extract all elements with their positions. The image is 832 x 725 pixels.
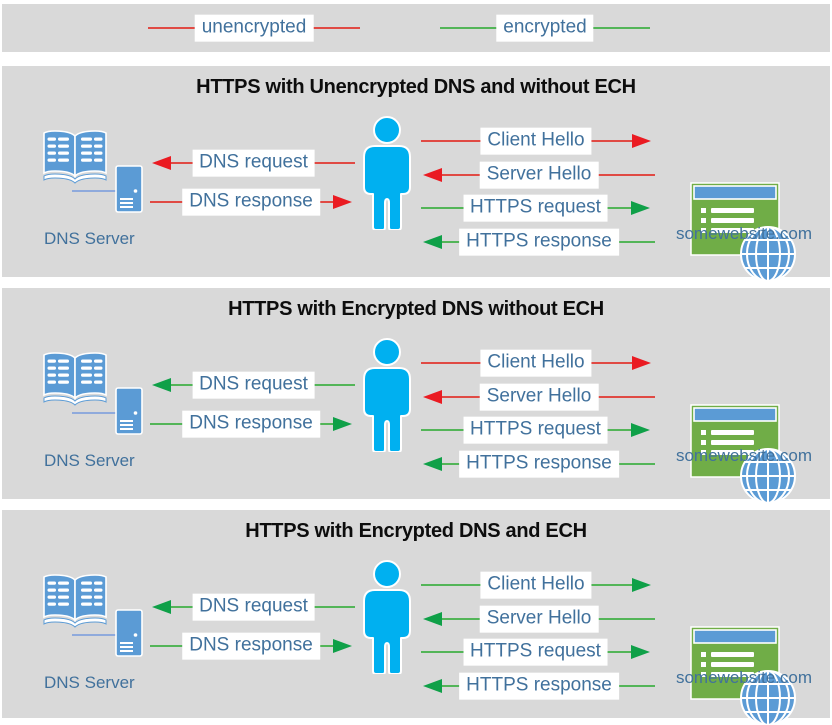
legend-label-encrypted: encrypted [496, 14, 594, 42]
connector-line [72, 190, 118, 192]
arrowhead-right-icon [631, 423, 650, 437]
arrowhead-left-icon [152, 156, 171, 170]
arrow-label: Client Hello [480, 349, 592, 377]
connector-line [72, 634, 118, 636]
arrowhead-right-icon [333, 417, 352, 431]
website-label: somewebsite.com [675, 446, 813, 465]
dns-server-label: DNS Server [44, 673, 135, 692]
server-tower-icon [115, 165, 143, 213]
arrowhead-right-icon [632, 134, 651, 148]
dns-book-icon [38, 350, 112, 410]
panel-title: HTTPS with Encrypted DNS and ECH [245, 520, 587, 542]
arrowhead-right-icon [631, 645, 650, 659]
arrowhead-left-icon [423, 235, 442, 249]
dns-book-icon [38, 572, 112, 632]
dns-server-label: DNS Server [44, 451, 135, 470]
arrowhead-right-icon [333, 195, 352, 209]
arrow-label: HTTPS request [463, 416, 608, 444]
arrow-label: Server Hello [479, 383, 599, 411]
arrow-label: DNS request [192, 371, 315, 399]
dns-book-icon [38, 128, 112, 188]
arrow-label: HTTPS response [459, 672, 619, 700]
arrow-label: DNS request [192, 149, 315, 177]
panel-title: HTTPS with Encrypted DNS without ECH [228, 298, 604, 320]
website-label: somewebsite.com [675, 224, 813, 243]
arrow-label: DNS response [182, 188, 320, 216]
arrowhead-right-icon [632, 578, 651, 592]
arrow-label: HTTPS response [459, 450, 619, 478]
panel-unencrypted-dns-no-ech: HTTPS with Unencrypted DNS and without E… [2, 66, 830, 277]
arrowhead-left-icon [423, 390, 442, 404]
user-icon [360, 338, 414, 452]
arrow-label: HTTPS request [463, 638, 608, 666]
arrow-label: Client Hello [480, 571, 592, 599]
server-tower-icon [115, 387, 143, 435]
arrow-label: Server Hello [479, 605, 599, 633]
arrowhead-left-icon [152, 600, 171, 614]
arrow-label: DNS response [182, 410, 320, 438]
arrowhead-right-icon [631, 201, 650, 215]
panel-encrypted-dns-with-ech: HTTPS with Encrypted DNS and ECH DNS Ser… [2, 510, 830, 718]
website-label: somewebsite.com [675, 668, 813, 687]
arrow-label: DNS response [182, 632, 320, 660]
legend-label-unencrypted: unencrypted [194, 14, 314, 42]
arrowhead-left-icon [152, 378, 171, 392]
panel-title: HTTPS with Unencrypted DNS and without E… [196, 76, 636, 98]
arrow-label: Server Hello [479, 161, 599, 189]
arrow-label: HTTPS response [459, 228, 619, 256]
arrowhead-left-icon [423, 168, 442, 182]
user-icon [360, 116, 414, 230]
arrowhead-left-icon [423, 457, 442, 471]
dns-server-label: DNS Server [44, 229, 135, 248]
arrowhead-left-icon [423, 679, 442, 693]
arrowhead-right-icon [333, 639, 352, 653]
server-tower-icon [115, 609, 143, 657]
connector-line [72, 412, 118, 414]
arrow-label: DNS request [192, 593, 315, 621]
arrow-label: HTTPS request [463, 194, 608, 222]
legend-bar: unencrypted encrypted [2, 4, 830, 52]
panel-encrypted-dns-no-ech: HTTPS with Encrypted DNS without ECH DNS… [2, 288, 830, 499]
arrowhead-left-icon [423, 612, 442, 626]
user-icon [360, 560, 414, 674]
arrow-label: Client Hello [480, 127, 592, 155]
arrowhead-right-icon [632, 356, 651, 370]
